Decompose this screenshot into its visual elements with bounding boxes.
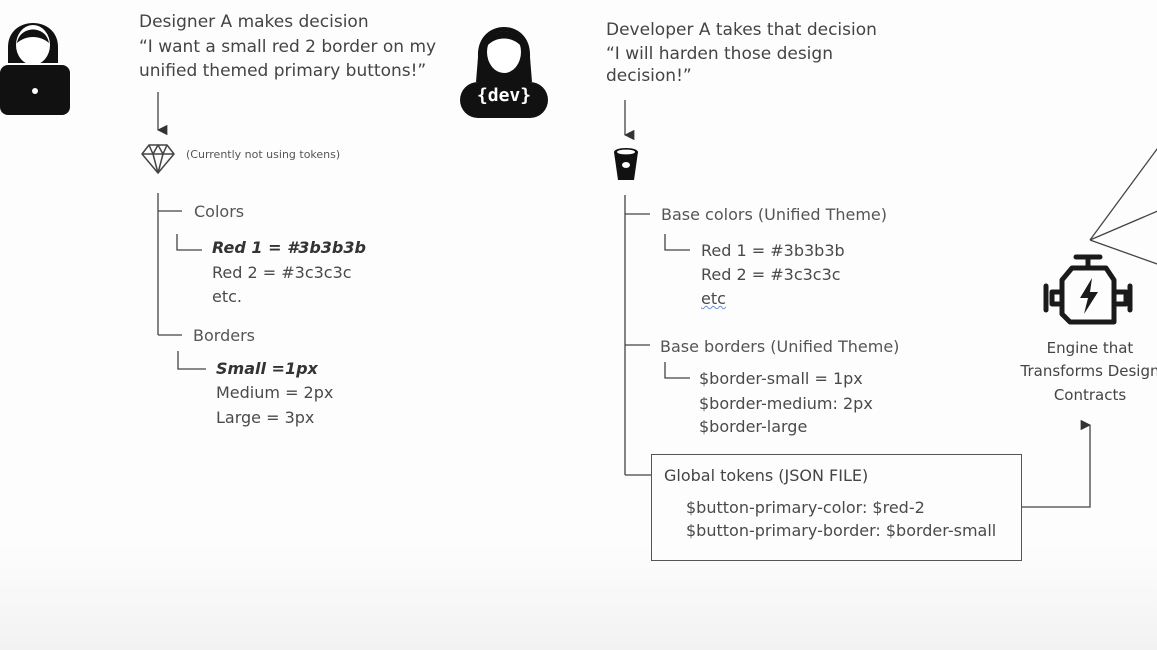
developer-quote-line1: “I will harden those design <box>606 44 833 64</box>
base-border-large: $border-large <box>699 417 808 436</box>
base-border-medium: $border-medium: 2px <box>699 394 873 413</box>
developer-quote-line2: decision!” <box>606 66 692 86</box>
bucket-icon <box>614 148 638 180</box>
engine-label-line2: Transforms Design <box>1020 362 1157 380</box>
engine-label-line3: Contracts <box>1053 386 1127 404</box>
base-border-small: $border-small = 1px <box>699 369 863 388</box>
fan-line-1 <box>1089 147 1157 241</box>
tokens-to-engine-arrow <box>1022 419 1092 508</box>
colors-heading: Colors <box>194 202 245 221</box>
borders-heading: Borders <box>193 326 255 345</box>
designer-quote-line1: “I want a small red 2 border on my <box>139 37 437 57</box>
developer-avatar-icon <box>460 27 548 118</box>
fan-line-3 <box>1089 239 1157 265</box>
developer-title: Developer A takes that decision <box>606 20 877 40</box>
color-item-red1: Red 1 = #3b3b3b <box>212 238 366 257</box>
token-button-primary-color: $button-primary-color: $red-2 <box>686 498 925 517</box>
dev-badge: {dev} <box>476 85 532 106</box>
base-color-red1: Red 1 = #3b3b3b <box>701 241 845 260</box>
global-tokens-heading: Global tokens (JSON FILE) <box>664 466 869 485</box>
designer-quote-line2: unified themed primary buttons!” <box>139 61 427 81</box>
border-item-small: Small =1px <box>216 359 318 378</box>
sketch-diamond-icon <box>141 144 175 174</box>
background-floor <box>0 545 1157 650</box>
fan-line-2 <box>1089 210 1157 241</box>
base-colors-heading: Base colors (Unified Theme) <box>661 205 887 224</box>
engine-label-line1: Engine that <box>1046 339 1134 357</box>
border-item-medium: Medium = 2px <box>216 383 334 402</box>
base-color-etc: etc <box>701 289 726 308</box>
base-color-red2: Red 2 = #3c3c3c <box>701 265 841 284</box>
engine-icon <box>1043 254 1133 325</box>
global-tokens-box <box>651 454 1022 561</box>
color-item-red2: Red 2 = #3c3c3c <box>212 263 352 282</box>
token-button-primary-border: $button-primary-border: $border-small <box>686 521 997 540</box>
designer-title: Designer A makes decision <box>139 12 369 32</box>
base-borders-heading: Base borders (Unified Theme) <box>660 337 900 356</box>
tool-note: (Currently not using tokens) <box>186 148 341 161</box>
color-item-etc: etc. <box>212 287 242 306</box>
border-item-large: Large = 3px <box>216 408 315 427</box>
person-laptop-icon <box>0 23 70 115</box>
